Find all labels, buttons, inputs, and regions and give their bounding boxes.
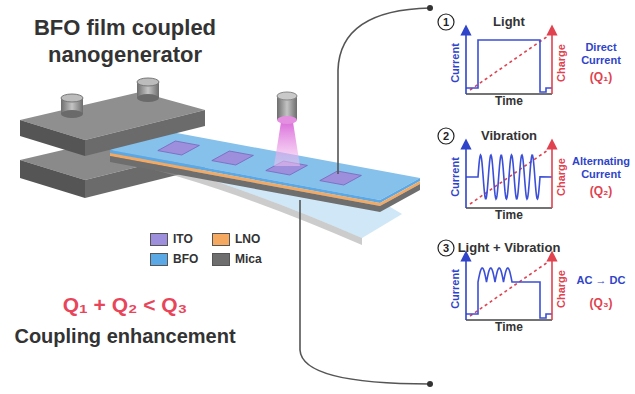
legend-swatch	[212, 233, 230, 246]
charge-axis	[551, 144, 553, 208]
output-type: AC → DC	[571, 274, 631, 287]
clamp-plate	[20, 120, 85, 156]
legend-entry: BFO	[150, 252, 198, 266]
legend-label: LNO	[235, 232, 260, 246]
panel-title: Vibration	[481, 129, 537, 144]
wire-terminal	[427, 5, 433, 11]
wire-terminal	[427, 381, 433, 387]
light-source	[277, 92, 297, 100]
chart-panel	[438, 14, 552, 94]
signal-charts	[438, 14, 552, 320]
current-axis	[465, 256, 467, 320]
light-beam	[274, 122, 300, 166]
legend-entry: Mica	[212, 252, 262, 266]
current-axis	[465, 144, 467, 208]
current-curve	[466, 268, 552, 318]
charge-symbol: (Q₂)	[590, 185, 613, 199]
current-curve	[466, 155, 552, 199]
number-circle	[438, 14, 454, 30]
ito-electrode	[320, 171, 362, 185]
legend-swatch	[150, 233, 168, 246]
screw	[137, 78, 159, 86]
wire	[338, 8, 430, 174]
output-type: Alternating Current	[571, 155, 631, 180]
legend-entry: LNO	[212, 232, 260, 246]
legend-label: Mica	[235, 252, 262, 266]
cantilever-layer	[380, 184, 420, 212]
legend-swatch	[150, 253, 168, 266]
axis-label: Charge	[555, 270, 568, 308]
axis-label: Charge	[555, 158, 568, 196]
cantilever-layer	[110, 153, 380, 206]
number-circle	[438, 128, 454, 144]
ito-electrode	[158, 141, 200, 155]
axis-label: Current	[449, 43, 462, 83]
current-curve	[466, 40, 552, 92]
number-circle	[438, 240, 454, 256]
figure-title: BFO film coupled nanogenerator	[0, 14, 250, 68]
callout-number: 3	[443, 242, 449, 255]
cantilever-layer	[380, 181, 420, 206]
screw	[61, 110, 83, 118]
cantilever-layer	[110, 150, 380, 203]
legend-label: BFO	[173, 252, 198, 266]
axis-label: Charge	[555, 44, 568, 82]
charge-curve	[470, 36, 548, 90]
current-axis	[465, 30, 467, 94]
legend-swatch	[212, 253, 230, 266]
legend-label: ITO	[173, 232, 193, 246]
axis-label: Time	[495, 209, 523, 223]
wire	[300, 200, 430, 384]
charge-axis	[551, 30, 553, 94]
chart-panel	[438, 128, 552, 208]
clamp-plate	[20, 160, 85, 198]
ito-electrode	[212, 151, 254, 165]
cantilever-layer	[110, 156, 380, 212]
axis-label: Current	[449, 157, 462, 197]
output-type: Direct Current	[571, 41, 631, 66]
light-source	[277, 116, 297, 124]
axis-label: Time	[495, 95, 523, 109]
axis-label: Time	[495, 321, 523, 335]
callout-number: 2	[443, 130, 449, 143]
clamp-plate	[85, 110, 205, 156]
axis-label: Current	[449, 269, 462, 309]
legend-entry: ITO	[150, 232, 193, 246]
relation-note: Coupling enhancement	[14, 325, 235, 348]
screw	[137, 94, 159, 102]
panel-title: Light + Vibration	[458, 241, 561, 256]
charge-symbol: (Q₁)	[590, 71, 612, 85]
callout-number: 1	[443, 16, 449, 29]
charge-symbol: (Q₃)	[590, 297, 613, 311]
charge-axis	[551, 256, 553, 320]
relation-note: Q₁ + Q₂ < Q₃	[63, 293, 188, 317]
panel-title: Light	[493, 15, 525, 30]
screw	[61, 94, 83, 102]
